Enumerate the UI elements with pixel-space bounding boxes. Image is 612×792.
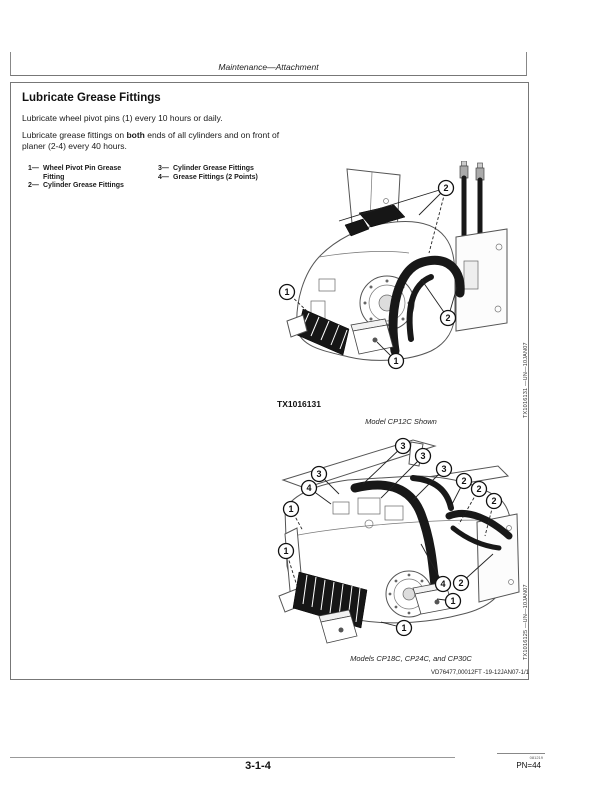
svg-text:1: 1 — [450, 596, 455, 606]
svg-text:2: 2 — [443, 183, 448, 193]
callout-3: 3 — [310, 465, 328, 483]
callout-2: 2 — [437, 179, 455, 197]
pn-number: PN=44 — [516, 761, 541, 770]
svg-text:1: 1 — [393, 356, 398, 366]
callout-1: 1 — [444, 592, 462, 610]
callout-leader — [428, 187, 447, 254]
callout-legend: 1— Wheel Pivot Pin Grease Fitting 2— Cyl… — [28, 165, 274, 191]
paragraph-2: Lubricate grease fittings on both ends o… — [22, 130, 294, 152]
svg-text:4: 4 — [306, 483, 311, 493]
callout-1: 1 — [277, 542, 295, 560]
figure2-caption: Models CP18C, CP24C, and CP30C — [350, 654, 472, 663]
callout-1: 1 — [387, 352, 405, 370]
paragraph-1: Lubricate wheel pivot pins (1) every 10 … — [22, 113, 223, 123]
content-box: Lubricate Grease Fittings Lubricate whee… — [10, 82, 529, 680]
svg-text:3: 3 — [400, 441, 405, 451]
page-number: 3-1-4 — [245, 760, 271, 772]
svg-text:4: 4 — [440, 579, 445, 589]
page-title: Lubricate Grease Fittings — [22, 92, 161, 104]
svg-text:2: 2 — [491, 496, 496, 506]
callout-4: 4 — [434, 575, 452, 593]
callout-2: 2 — [455, 472, 473, 490]
svg-text:1: 1 — [288, 504, 293, 514]
svg-text:1: 1 — [401, 623, 406, 633]
legend-item-4: 4— Grease Fittings (2 Points) — [158, 173, 258, 181]
callout-1: 1 — [278, 283, 296, 301]
svg-text:3: 3 — [441, 464, 446, 474]
figure-cp12c-illustration: 2 1 2 1 — [278, 161, 508, 370]
svg-text:1: 1 — [283, 546, 288, 556]
figure1-side-label: TX1016131 —UN—10JAN07 — [523, 342, 529, 418]
legend-item-2: 2— Cylinder Grease Fittings — [28, 182, 124, 189]
callout-3: 3 — [435, 460, 453, 478]
paragraph-2-post: ends of all cylinders and on front of pl… — [22, 130, 280, 151]
legend-column-1: 1— Wheel Pivot Pin Grease Fitting 2— Cyl… — [28, 165, 144, 191]
callout-3: 3 — [414, 447, 432, 465]
machine-drawing-cp12c — [286, 161, 508, 361]
svg-text:2: 2 — [476, 484, 481, 494]
header-box: Maintenance—Attachment — [10, 52, 527, 76]
publication-code: VD76477,00012FT -19-12JAN07-1/1 — [431, 670, 529, 676]
paragraph-2-pre: Lubricate grease fittings on — [22, 130, 127, 140]
legend-item-3: 3— Cylinder Grease Fittings — [158, 165, 254, 172]
callout-2: 2 — [452, 574, 470, 592]
svg-text:3: 3 — [316, 469, 321, 479]
breadcrumb: Maintenance—Attachment — [218, 62, 319, 72]
callout-2: 2 — [485, 492, 503, 510]
figure2-side-label: TX1016125 —UN—10JAN07 — [523, 584, 529, 660]
callout-1: 1 — [395, 619, 413, 637]
svg-text:2: 2 — [445, 313, 450, 323]
svg-text:1: 1 — [284, 287, 289, 297]
callout-2: 2 — [439, 309, 457, 327]
callout-4: 4 — [300, 479, 318, 497]
callout-leader — [290, 508, 304, 532]
figure1-caption: Model CP12C Shown — [365, 417, 437, 426]
callout-leader — [380, 455, 424, 499]
svg-text:3: 3 — [420, 451, 425, 461]
figure1-code: TX1016131 — [277, 399, 321, 409]
callout-2: 2 — [470, 480, 488, 498]
svg-text:2: 2 — [461, 476, 466, 486]
legend-column-2: 3— Cylinder Grease Fittings 4— Grease Fi… — [158, 165, 274, 191]
callout-3: 3 — [394, 437, 412, 455]
footer-small-code: 081219 — [529, 755, 543, 760]
callout-leader — [362, 445, 404, 485]
legend-item-1: 1— Wheel Pivot Pin Grease Fitting — [28, 165, 122, 181]
footer-rule — [10, 757, 455, 758]
pn-rule — [497, 753, 545, 754]
callout-1: 1 — [282, 500, 300, 518]
paragraph-2-bold: both — [126, 130, 145, 140]
callout-leader — [338, 187, 447, 222]
svg-text:2: 2 — [458, 578, 463, 588]
